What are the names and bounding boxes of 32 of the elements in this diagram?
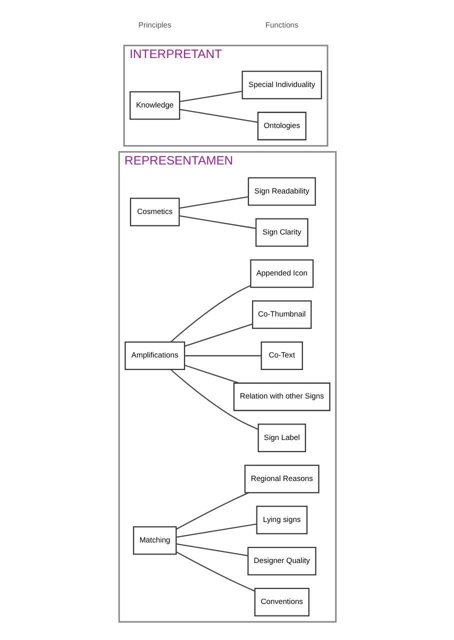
node-box: Regional Reasons xyxy=(244,464,319,494)
node-box: Ontologies xyxy=(256,112,306,140)
node-box: Conventions xyxy=(254,588,309,616)
node-box: Appended Icon xyxy=(250,259,314,288)
connector xyxy=(179,108,258,123)
node-box: Sign Label xyxy=(257,424,306,452)
node-box: Designer Quality xyxy=(246,546,316,576)
node-box: Sign Clarity xyxy=(254,218,308,247)
node-box: Co-Thumbnail xyxy=(252,300,312,329)
connector xyxy=(176,492,248,530)
node-box: Amplifications xyxy=(124,341,185,370)
node-box: Cosmetics xyxy=(129,198,180,226)
connector xyxy=(184,355,261,356)
connector xyxy=(184,364,239,384)
label: Functions xyxy=(264,20,298,30)
node-box: Special Individuality xyxy=(241,70,322,100)
connector xyxy=(176,523,256,538)
node-box: Knowledge xyxy=(129,91,180,120)
connector xyxy=(176,543,248,556)
connector xyxy=(178,196,248,209)
node-box: Relation with other Signs xyxy=(232,382,330,412)
connector xyxy=(179,90,242,102)
node-box: Lying signs xyxy=(256,506,308,534)
label: Principles xyxy=(138,20,171,30)
connector xyxy=(178,215,256,229)
connector xyxy=(170,285,250,342)
node-box: Matching xyxy=(132,526,176,555)
node-box: Co-Text xyxy=(260,341,302,370)
connector xyxy=(184,324,252,347)
connector xyxy=(176,551,254,592)
node-box: Sign Readability xyxy=(247,177,316,206)
connector xyxy=(170,369,258,430)
